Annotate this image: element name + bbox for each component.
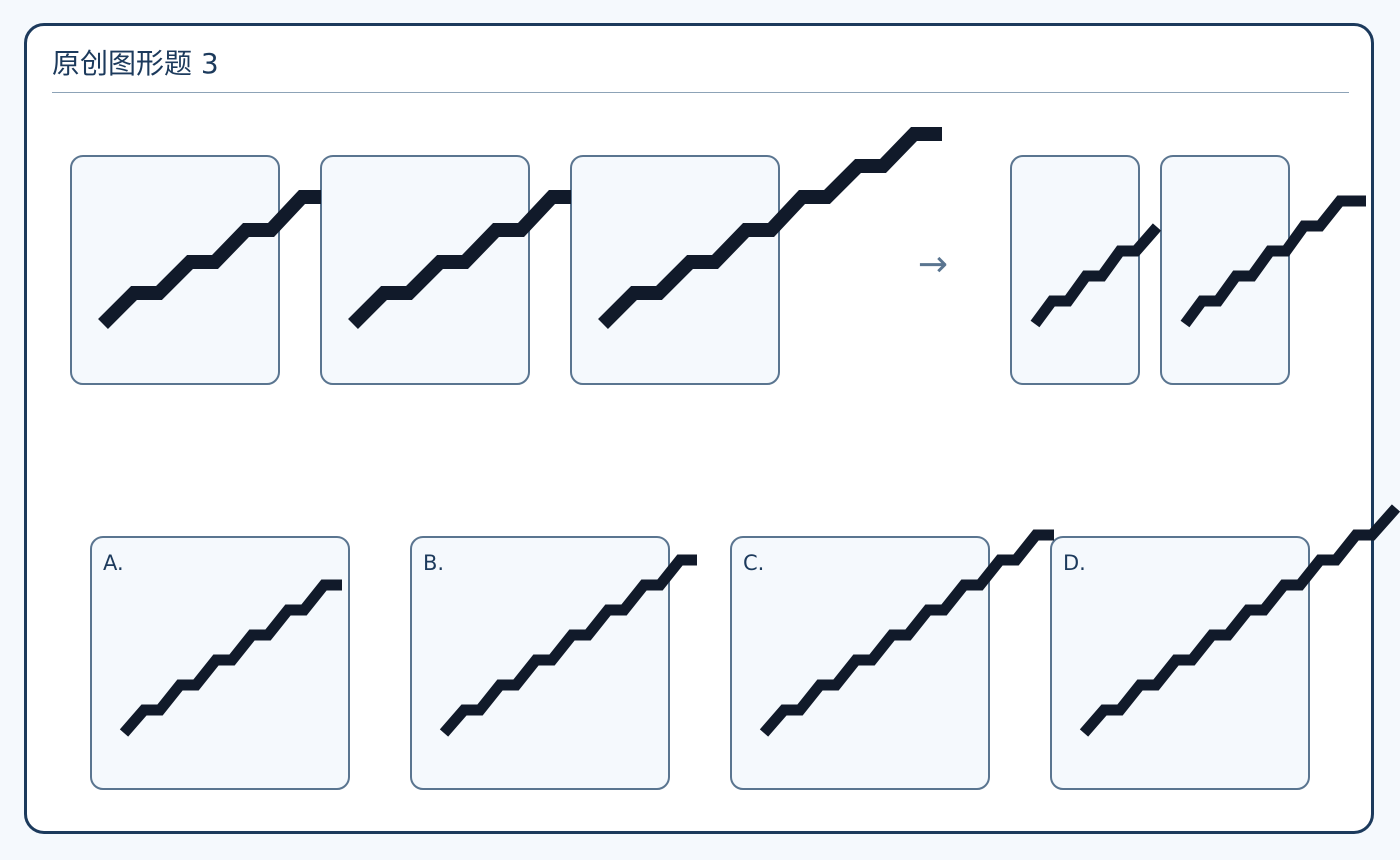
option-label-c: C. xyxy=(743,551,764,575)
staircase-line-5 xyxy=(1180,195,1366,328)
title-divider xyxy=(52,92,1349,93)
option-b-staircase xyxy=(439,554,697,737)
staircase-line-2 xyxy=(348,190,571,329)
option-label-a: A. xyxy=(103,551,124,575)
option-d-staircase xyxy=(1079,504,1400,737)
option-label-d: D. xyxy=(1063,551,1086,575)
question-panel-5 xyxy=(1160,155,1290,385)
right-arrow-icon: → xyxy=(918,244,948,285)
question-panel-4 xyxy=(1010,155,1140,385)
option-c-staircase xyxy=(759,529,1054,737)
staircase-line-4 xyxy=(1030,223,1162,328)
staircase-line-3 xyxy=(598,127,942,329)
staircase-line-1 xyxy=(98,190,321,329)
page-title: 原创图形题 3 xyxy=(52,47,219,80)
option-a-staircase xyxy=(119,579,342,737)
option-label-b: B. xyxy=(423,551,444,575)
